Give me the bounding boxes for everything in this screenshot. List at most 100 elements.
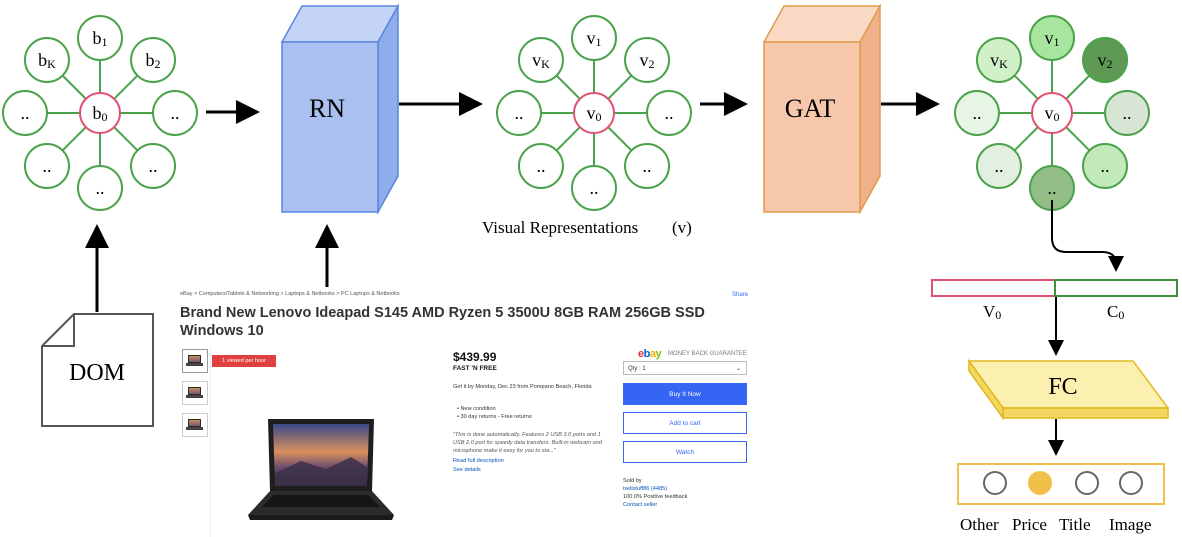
graph-node: v2	[624, 36, 671, 83]
graph-node-circle	[23, 36, 70, 83]
gat-label: GAT	[785, 94, 836, 123]
graph-node-circle	[1029, 15, 1075, 61]
graph-node: b2	[130, 36, 177, 83]
graph-node-circle	[517, 36, 564, 83]
graph-node-circle	[496, 90, 542, 136]
sold-by-label: Sold by	[623, 478, 642, 484]
graph-node: ..	[1082, 143, 1129, 190]
graph-center-circle	[1031, 92, 1073, 134]
graph-node: ..	[1104, 90, 1150, 136]
laptop-image[interactable]	[246, 417, 396, 523]
graph-node-circle	[975, 36, 1022, 83]
quantity-label: Qty :	[628, 366, 641, 372]
class-label: Price	[1012, 515, 1047, 534]
shipping-label: FAST 'N FREE	[453, 365, 497, 372]
graph-node: v1	[1029, 15, 1075, 61]
graph-center-label: v0	[1045, 103, 1060, 124]
ebay-logo: ebay	[638, 348, 662, 360]
condition-bullet: • New condition	[457, 406, 496, 412]
graph-node: ..	[517, 143, 564, 190]
graph-node: ..	[646, 90, 692, 136]
money-back-guarantee: MONEY BACK GUARANTEE	[668, 351, 747, 357]
graph-node-label: ..	[515, 103, 524, 123]
class-option-title: Title	[1059, 471, 1099, 534]
graph-node-label: ..	[42, 156, 51, 176]
graph-node: bK	[23, 36, 70, 83]
product-thumbnail[interactable]	[182, 349, 208, 373]
graph-node-label: ..	[21, 103, 30, 123]
returns-bullet: • 30 day returns - Free returns	[457, 414, 532, 420]
class-dot	[1075, 471, 1099, 495]
arrow-node-to-concat	[1051, 200, 1124, 272]
graph-node-circle	[2, 90, 48, 136]
class-option-image: Image	[1109, 471, 1151, 534]
c0-feature-bar	[1054, 279, 1178, 297]
watch-button[interactable]: Watch	[623, 441, 747, 463]
quantity-value: 1	[642, 366, 646, 372]
graph-node-label: ..	[171, 103, 180, 123]
see-details-link[interactable]: See details	[453, 467, 481, 473]
graph-node-label: ..	[994, 156, 1003, 176]
class-option-other: Other	[960, 471, 1007, 534]
seller-feedback: 100.0% Positive feedback	[623, 494, 688, 500]
graph-node-circle	[571, 165, 617, 211]
graph-center-label: v0	[587, 103, 602, 124]
graph-node-circle	[1082, 36, 1129, 83]
graph-node-circle	[130, 36, 177, 83]
graph-node-label: ..	[149, 156, 158, 176]
class-label: Image	[1109, 515, 1151, 534]
fc-label: FC	[1048, 374, 1077, 400]
product-image-area	[210, 347, 439, 537]
graph-node-circle	[975, 143, 1022, 190]
graph-node: ..	[152, 90, 198, 136]
graph-node: ..	[23, 143, 70, 190]
visual-representations-symbol: (v)	[672, 218, 692, 237]
graph-node-label: vK	[990, 50, 1008, 71]
graph-node-circle	[77, 15, 123, 61]
graph-node-circle	[624, 36, 671, 83]
read-full-description-link[interactable]: Read full description	[453, 458, 504, 464]
graph-node-circle	[23, 143, 70, 190]
graph-center-circle	[573, 92, 615, 134]
delivery-estimate: Get it by Monday, Dec 23 from Pompano Be…	[453, 384, 592, 390]
product-description: "This is done automatically. Features 2 …	[453, 432, 602, 454]
class-label: Other	[960, 515, 999, 534]
graph-center-node: v0	[573, 92, 615, 134]
graph-node: b1	[77, 15, 123, 61]
product-page-screenshot: eBay > Computers/Tablets & Networking > …	[168, 287, 758, 537]
c0-bar-label: C0	[1107, 302, 1124, 322]
share-link[interactable]: Share	[731, 292, 748, 298]
graph-node-circle	[954, 90, 1000, 136]
add-to-cart-button[interactable]: Add to cart	[623, 412, 747, 434]
fc-block: FC	[967, 358, 1170, 421]
graph-node: ..	[571, 165, 617, 211]
graph-center-circle	[79, 92, 121, 134]
contact-seller-link[interactable]: Contact seller	[623, 502, 658, 508]
price: $439.99	[453, 350, 497, 364]
buy-it-now-button[interactable]: Buy It Now	[623, 383, 747, 405]
product-thumbnail[interactable]	[182, 413, 208, 437]
graph-node-label: ..	[973, 103, 982, 123]
dom-document-icon: DOM	[41, 313, 154, 427]
graph-center-node: v0	[1031, 92, 1073, 134]
graph-node-label: ..	[1101, 156, 1110, 176]
class-dot	[1028, 471, 1052, 495]
graph-node-label: ..	[665, 103, 674, 123]
product-thumbnail[interactable]	[182, 381, 208, 405]
graph-node-circle	[517, 143, 564, 190]
dom-label: DOM	[69, 360, 125, 386]
graph-node: ..	[975, 143, 1022, 190]
graph-node-circle	[130, 143, 177, 190]
graph-node: ..	[2, 90, 48, 136]
class-dot	[983, 471, 1007, 495]
quantity-select[interactable]: Qty : 1⌄	[623, 361, 747, 375]
graph-node: vK	[975, 36, 1022, 83]
seller-link[interactable]: isellstuff86 (4485)	[623, 486, 668, 492]
graph-node-label: ..	[1123, 103, 1132, 123]
graph-node-label: bK	[38, 50, 56, 71]
views-badge: 1 viewed per hour	[212, 355, 276, 367]
